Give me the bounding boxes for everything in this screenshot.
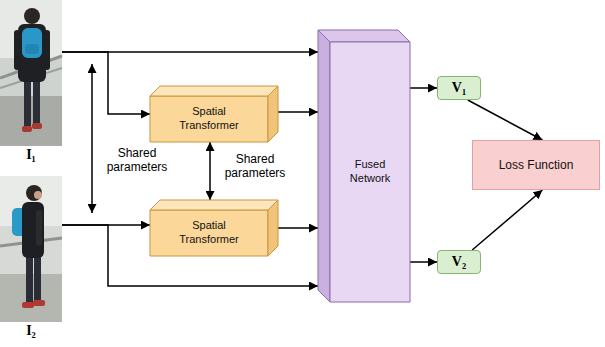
input-image: I₂	[0, 176, 62, 340]
arrow-connector	[278, 227, 318, 229]
arrow-connector	[472, 190, 542, 250]
node-label: Fused Network	[341, 158, 399, 186]
transformer-box: Spatial Transformer	[150, 86, 278, 142]
node-label: V₂	[452, 254, 466, 269]
person-photo	[0, 0, 62, 146]
node-label: Spatial Transformer	[170, 219, 248, 247]
arrow-connector	[468, 100, 543, 140]
image-label: I₂	[26, 323, 36, 338]
image-label: I₁	[26, 147, 36, 162]
box-face	[330, 42, 410, 302]
feature-vector: V₂	[437, 250, 481, 274]
arrow-connector	[278, 111, 318, 113]
box-face	[150, 210, 268, 256]
box-face	[268, 200, 278, 256]
arrow-connector	[410, 261, 437, 263]
node-label: V₁	[452, 80, 466, 95]
arrow-connector	[209, 142, 211, 200]
network-block: Fused Network	[318, 30, 410, 302]
feature-vector: V₁	[437, 76, 481, 100]
box-face	[318, 30, 330, 302]
box-face	[150, 96, 268, 142]
transformer-box: Spatial Transformer	[150, 200, 278, 256]
arrow-connector	[410, 87, 437, 89]
double-arrow	[91, 64, 93, 213]
edge-label: Shared parameters	[218, 152, 292, 181]
box-face	[318, 30, 410, 42]
arrow-connector	[62, 52, 150, 114]
box-face	[268, 86, 278, 142]
loss-box: Loss Function	[472, 140, 600, 190]
box-face	[150, 200, 278, 210]
input-image: I₁	[0, 0, 62, 164]
node-label: Spatial Transformer	[170, 105, 248, 133]
person-photo	[0, 176, 62, 322]
annotation: Shared parameters	[100, 146, 174, 175]
node-label: Loss Function	[499, 158, 574, 172]
box-face	[150, 86, 278, 96]
